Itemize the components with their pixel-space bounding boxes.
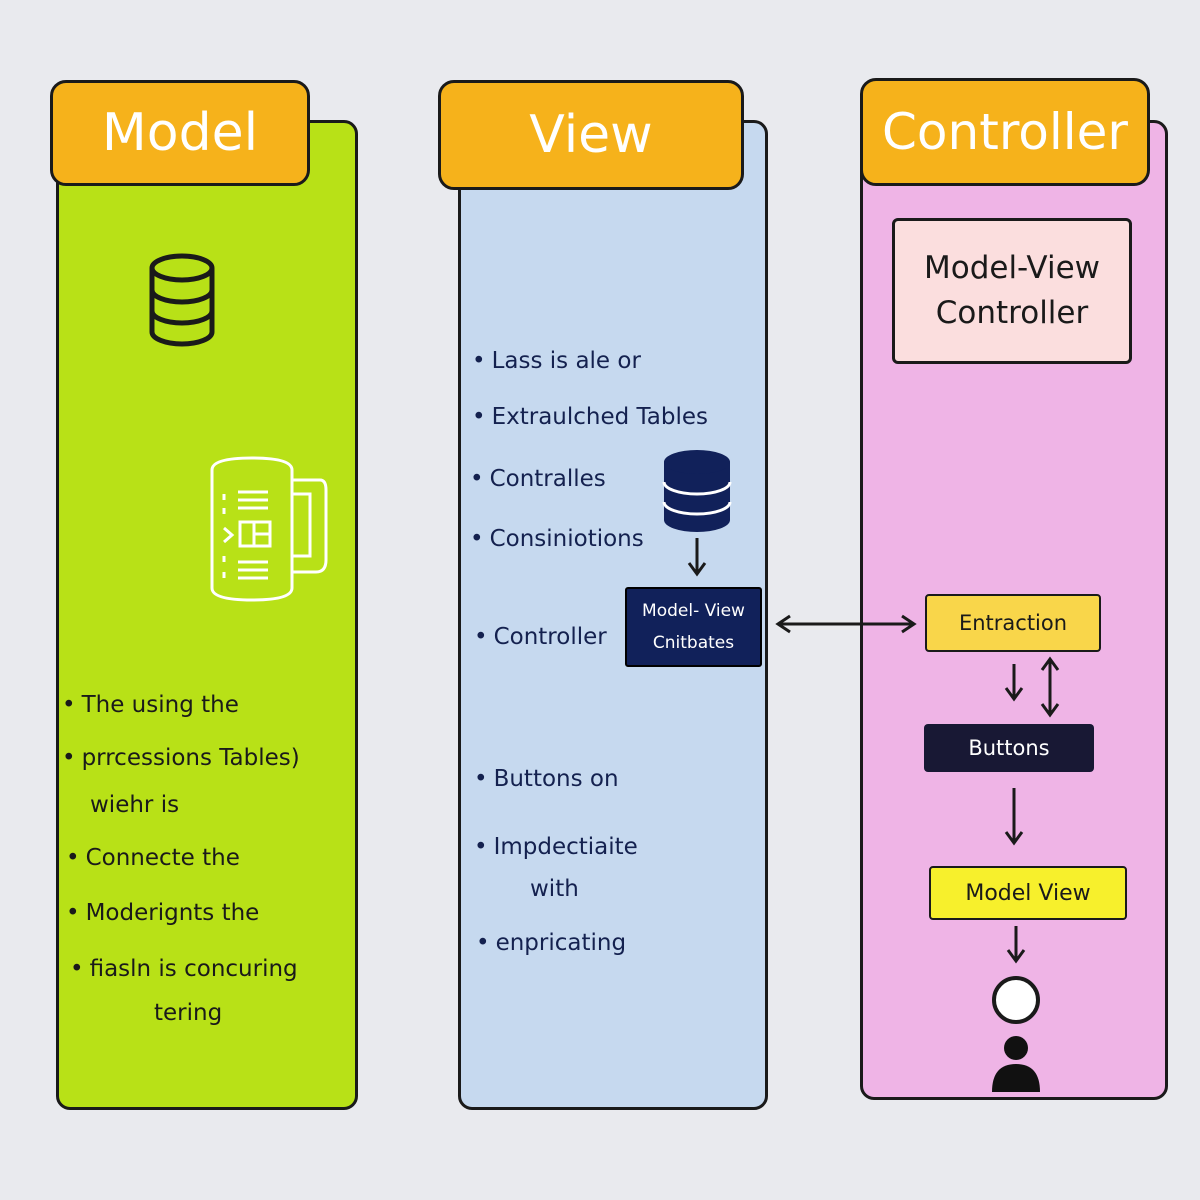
model-view-contrib-box: Model- View Cnitbates <box>625 587 762 667</box>
model-view-contrib-line1: Model- View <box>642 600 745 621</box>
view-bullet: •Extraulched Tables <box>472 404 709 430</box>
view-bullet: •Contralles <box>470 466 606 492</box>
model-header: Model <box>50 80 310 186</box>
view-bullet: •Impdectiaite <box>474 834 638 860</box>
view-header: View <box>438 80 744 190</box>
buttons-box: Buttons <box>924 724 1094 772</box>
model-view-box: Model View <box>929 866 1127 920</box>
view-bullet-continued: with <box>530 876 579 902</box>
model-bullet-continued: wiehr is <box>90 792 180 818</box>
view-bullet: •Controller <box>474 624 607 650</box>
view-bullet: •Consiniotions <box>470 526 644 552</box>
model-bullet: •Moderignts the <box>66 900 260 926</box>
model-bullet: •fiasln is concuring <box>70 956 298 982</box>
controller-header: Controller <box>860 78 1150 186</box>
view-bullet: •Lass is ale or <box>472 348 641 374</box>
model-view-contrib-line2: Cnitbates <box>652 633 735 653</box>
model-bullet: •prrcessions Tables) <box>62 745 300 771</box>
view-bullet: •enpricating <box>476 930 627 956</box>
view-bullet: •Buttons on <box>474 766 619 792</box>
entraction-box: Entraction <box>925 594 1101 652</box>
model-bullet: •Connecte the <box>66 845 240 871</box>
mvc-title-line1: Model-View <box>923 250 1100 287</box>
model-bullet: •The using the <box>62 692 239 718</box>
mvc-title-box: Model-View Controller <box>892 218 1132 364</box>
model-bullet-continued: tering <box>154 1000 223 1026</box>
mvc-title-line2: Controller <box>935 295 1089 331</box>
